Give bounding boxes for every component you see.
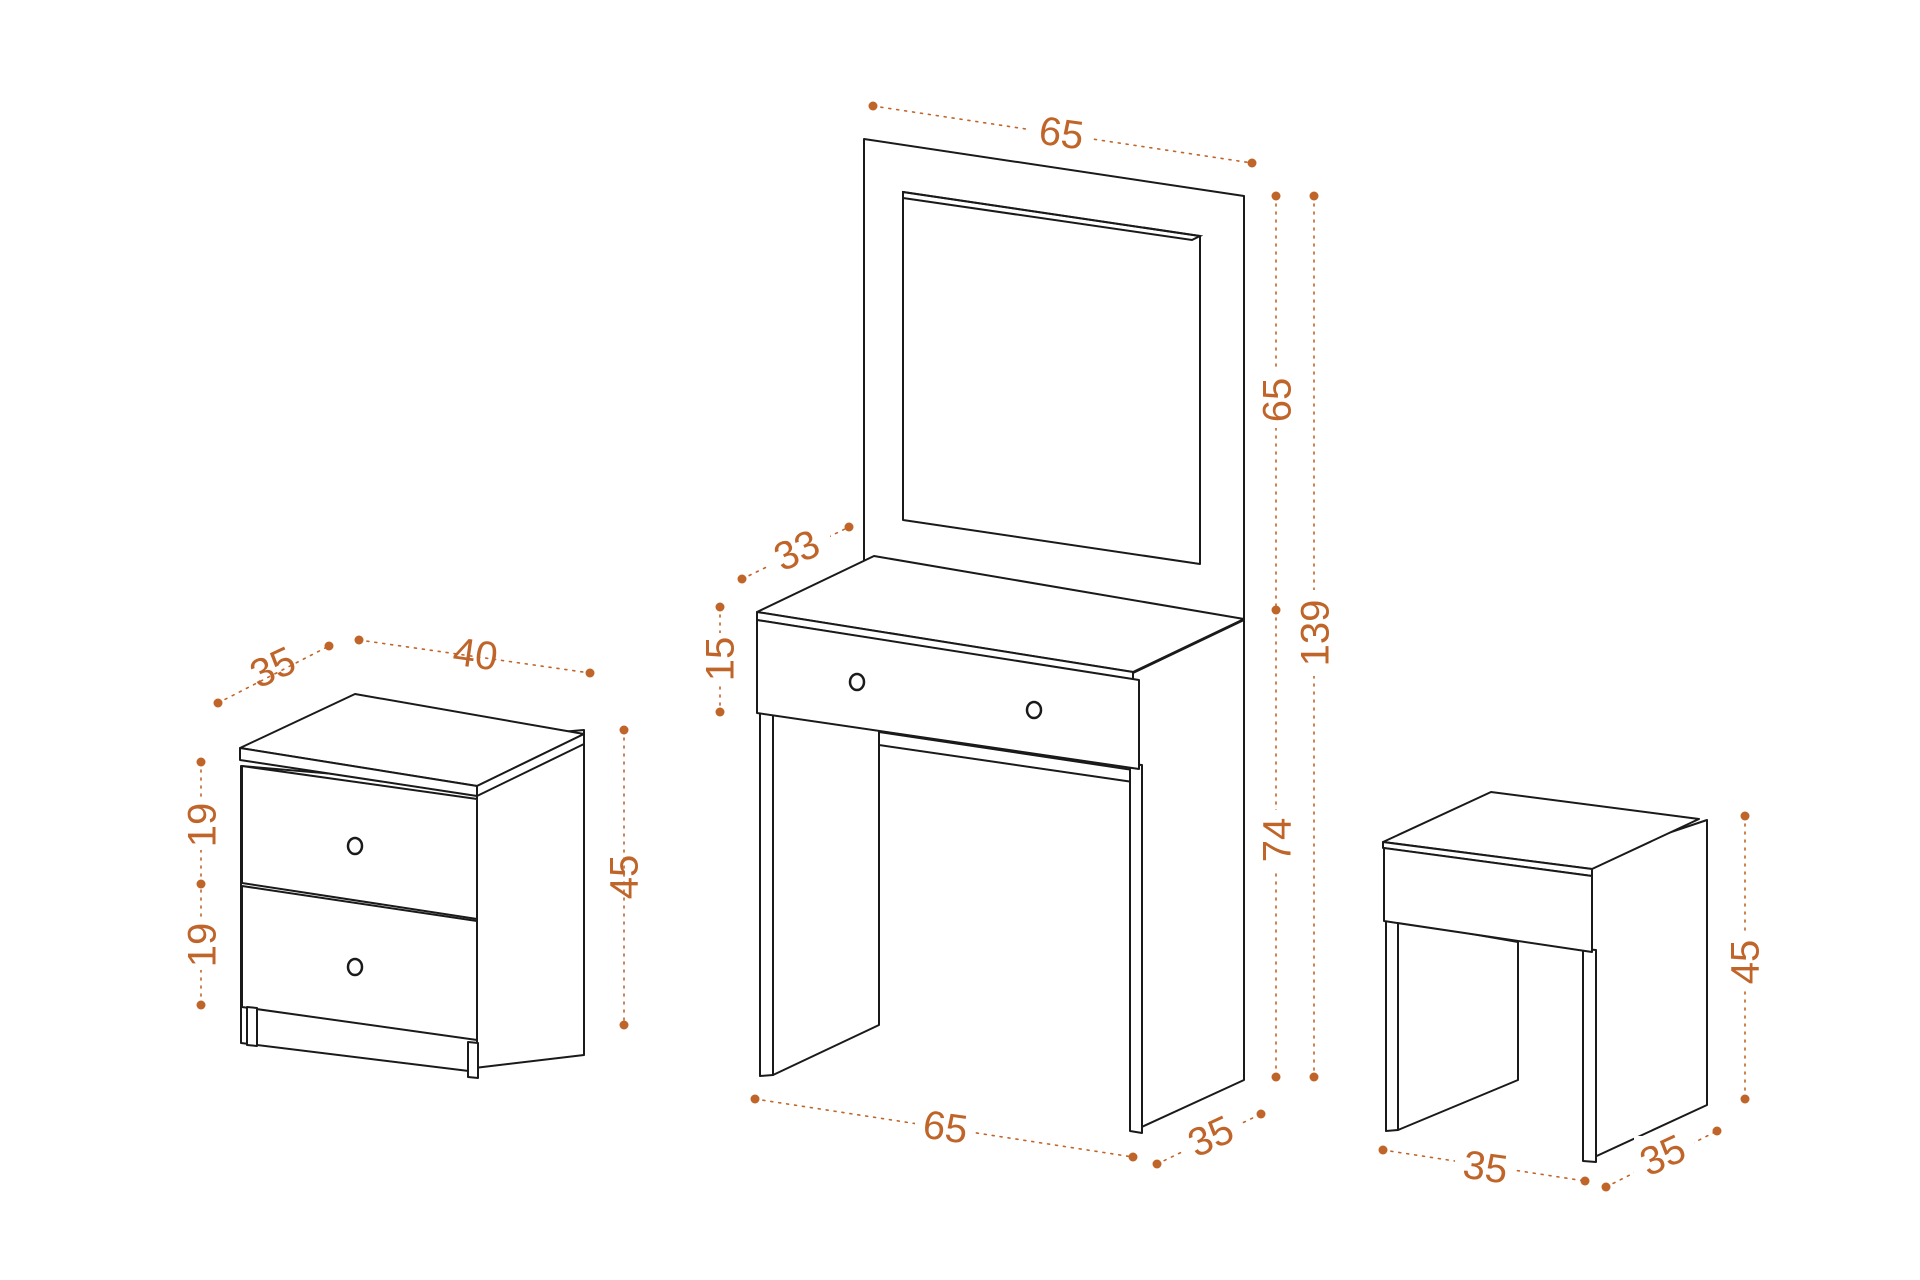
nightstand-drawer-dot-mid xyxy=(196,879,206,889)
mirror-width-label: 65 xyxy=(1036,109,1086,159)
total-height-dot-start xyxy=(1309,191,1319,201)
stool-height-dot-end xyxy=(1740,1094,1750,1104)
nightstand-depth-line xyxy=(217,645,330,704)
drawer-height-label: 15 xyxy=(699,637,743,682)
table-knob-right xyxy=(1025,700,1043,720)
dressing-table xyxy=(756,138,1245,1134)
nightstand-depth-label: 35 xyxy=(244,638,303,697)
stool-width-dot-end xyxy=(1580,1176,1590,1186)
top-depth-label-bg xyxy=(770,530,830,574)
mirror-height-label: 65 xyxy=(1256,378,1300,423)
dimension-annotations: 35 40 45 19 19 65 65 xyxy=(180,101,1768,1193)
stool-depth-label-bg xyxy=(1634,1136,1694,1180)
mirror-width-label-bg xyxy=(1030,112,1090,156)
nightstand-top-side xyxy=(476,733,585,797)
top-depth-dot-start xyxy=(737,574,747,584)
drawer-height-dot-end xyxy=(715,707,725,717)
table-left-leg xyxy=(759,712,774,1077)
stool-width-label-bg xyxy=(1455,1148,1515,1192)
stool-depth-line xyxy=(1605,1130,1718,1188)
stool-right-leg xyxy=(1582,948,1597,1163)
nightstand-depth-dot-end xyxy=(324,641,334,651)
table-height-label-bg xyxy=(1256,810,1298,870)
mirror-glass xyxy=(902,191,1201,565)
stool-width-line xyxy=(1382,1149,1586,1182)
table-depth-label-bg xyxy=(1182,1116,1242,1160)
table-height-label: 74 xyxy=(1256,818,1300,863)
table-knob-left xyxy=(848,672,866,692)
mirror-height-label-bg xyxy=(1256,370,1298,428)
nightstand-height-label: 45 xyxy=(603,855,647,900)
table-left-leg-side xyxy=(772,713,880,1076)
table-width-dot-end xyxy=(1128,1152,1138,1162)
stool-width-label: 35 xyxy=(1460,1143,1510,1193)
stool-height-dot-start xyxy=(1740,811,1750,821)
nightstand-knob-bottom xyxy=(346,957,364,977)
nightstand-drawer-bottom-label-bg xyxy=(180,920,222,970)
nightstand-depth-dot-start xyxy=(213,698,223,708)
stool-height-label-bg xyxy=(1724,933,1766,991)
total-height-label: 139 xyxy=(1294,600,1338,667)
nightstand-drawer-top-label: 19 xyxy=(181,803,225,848)
stool-apron xyxy=(1383,847,1593,953)
nightstand-width-label: 40 xyxy=(450,630,500,680)
table-width-dot-start xyxy=(750,1094,760,1104)
table-right-side xyxy=(1132,619,1245,1132)
stool-right-side xyxy=(1587,819,1708,1161)
drawer-height-label-bg xyxy=(699,633,741,683)
stool-left-leg-side xyxy=(1397,920,1519,1131)
mirror-width-dot-end xyxy=(1247,158,1257,168)
stool-depth-dot-end xyxy=(1712,1126,1722,1136)
mirror-width-dot-start xyxy=(868,101,878,111)
table-right-leg xyxy=(1129,763,1143,1134)
table-depth-dot-end xyxy=(1256,1109,1266,1119)
nightstand-knob-top xyxy=(346,836,364,856)
nightstand-plinth xyxy=(246,1006,258,1047)
total-height-dot-end xyxy=(1309,1072,1319,1082)
nightstand-foot-right xyxy=(467,1041,479,1079)
total-height-label-bg xyxy=(1294,590,1336,676)
nightstand xyxy=(239,693,585,1079)
mirror-glass-bevel xyxy=(902,190,1204,242)
stool-height-label: 45 xyxy=(1724,940,1768,985)
nightstand-drawer-dot-bottom xyxy=(196,1000,206,1010)
stool-depth-dot-start xyxy=(1601,1182,1611,1192)
nightstand-width-dot-end xyxy=(585,668,595,678)
table-drawer xyxy=(756,619,1140,770)
table-depth-dot-start xyxy=(1152,1159,1162,1169)
nightstand-width-dot-start xyxy=(354,635,364,645)
nightstand-drawer-dot-top xyxy=(196,757,206,767)
nightstand-height-dot-start xyxy=(619,725,629,735)
mirror-height-dot-start xyxy=(1271,191,1281,201)
table-width-label: 65 xyxy=(920,1103,970,1153)
table-width-label-bg xyxy=(915,1107,975,1151)
nightstand-width-line xyxy=(358,639,591,674)
nightstand-drawer-bottom-label: 19 xyxy=(181,923,225,968)
stool-left-leg xyxy=(1385,920,1399,1132)
nightstand-drawer-top-label-bg xyxy=(180,800,222,850)
drawer-height-dot-start xyxy=(715,602,725,612)
stool xyxy=(1382,791,1708,1163)
top-depth-dot-end xyxy=(844,522,854,532)
nightstand-height-dot-end xyxy=(619,1020,629,1030)
stool-width-dot-start xyxy=(1378,1145,1388,1155)
table-height-dot-end xyxy=(1271,1072,1281,1082)
